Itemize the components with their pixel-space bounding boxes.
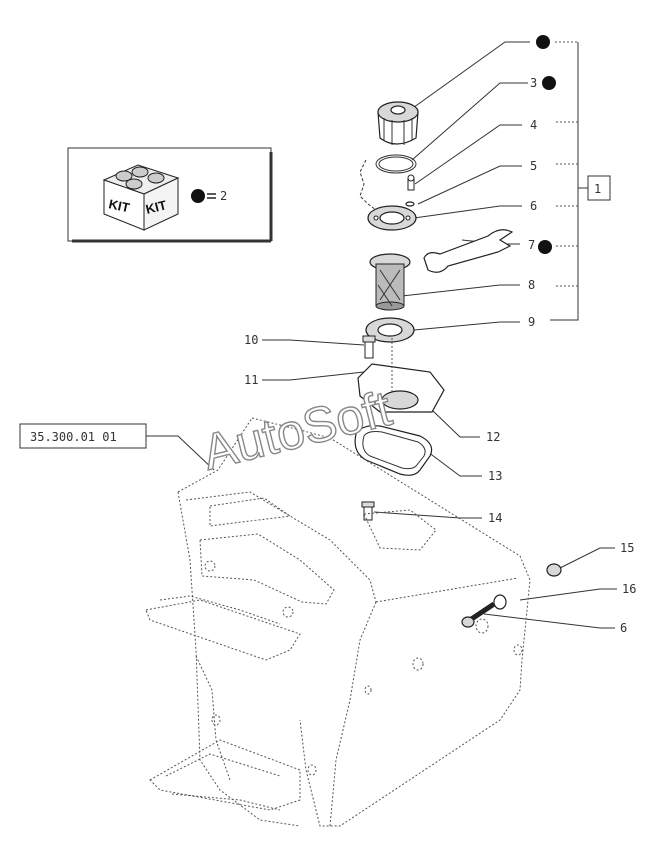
callout-11: 11 xyxy=(244,373,258,387)
callout-15: 15 xyxy=(620,541,634,555)
kit-text-left: KIT xyxy=(107,196,131,215)
kit-bullet-icon xyxy=(191,189,205,203)
callout-12: 12 xyxy=(486,430,500,444)
kit-legend-value: 2 xyxy=(220,189,227,203)
callout-10: 10 xyxy=(244,333,258,347)
screw-small xyxy=(407,174,415,191)
callout-16: 16 xyxy=(622,582,636,596)
kit-box-icon: KIT KIT xyxy=(102,164,180,231)
leader-lines xyxy=(262,41,617,629)
kit-legend: KIT KIT 2 xyxy=(67,147,273,243)
assembly-ref-text: 1 xyxy=(594,182,601,196)
callout-6-lower: 6 xyxy=(620,621,627,635)
seal-ring xyxy=(375,154,417,174)
kit-text-right: KIT xyxy=(144,197,168,217)
kit-bullet-icon xyxy=(536,35,550,49)
callout-labels: 3 4 5 6 7 8 9 10 11 12 13 14 15 16 6 xyxy=(244,76,636,635)
plug-15 xyxy=(546,563,562,577)
callout-13: 13 xyxy=(488,469,502,483)
kit-bullet-icon xyxy=(538,240,552,254)
retaining-chain xyxy=(359,159,377,211)
reference-box-text: 35.300.01 01 xyxy=(30,430,117,444)
assembly-bracket: 1 xyxy=(550,41,611,321)
callout-9: 9 xyxy=(528,315,535,329)
filler-cap xyxy=(377,101,419,145)
callout-7: 7 xyxy=(528,238,535,252)
callout-4: 4 xyxy=(530,118,537,132)
bolt xyxy=(362,335,376,359)
callout-5: 5 xyxy=(530,159,537,173)
callout-8: 8 xyxy=(528,278,535,292)
washer-small xyxy=(405,201,415,207)
neck-flange xyxy=(357,338,445,413)
callout-14: 14 xyxy=(488,511,502,525)
flange-ring xyxy=(367,205,417,231)
callout-3: 3 xyxy=(530,76,537,90)
drain-bolt xyxy=(461,601,496,628)
tank-gasket xyxy=(354,425,433,476)
fuel-tank xyxy=(145,417,531,827)
callout-6-upper: 6 xyxy=(530,199,537,213)
watermark: AutoSoft xyxy=(197,380,397,481)
kit-bullet-icon xyxy=(542,76,556,90)
washer-16 xyxy=(493,594,507,610)
strainer-filter xyxy=(369,253,411,311)
gasket-ring xyxy=(365,317,415,343)
spanner-wrench xyxy=(423,229,514,273)
drain-screw xyxy=(361,501,375,521)
reference-box: 35.300.01 01 xyxy=(19,423,215,471)
